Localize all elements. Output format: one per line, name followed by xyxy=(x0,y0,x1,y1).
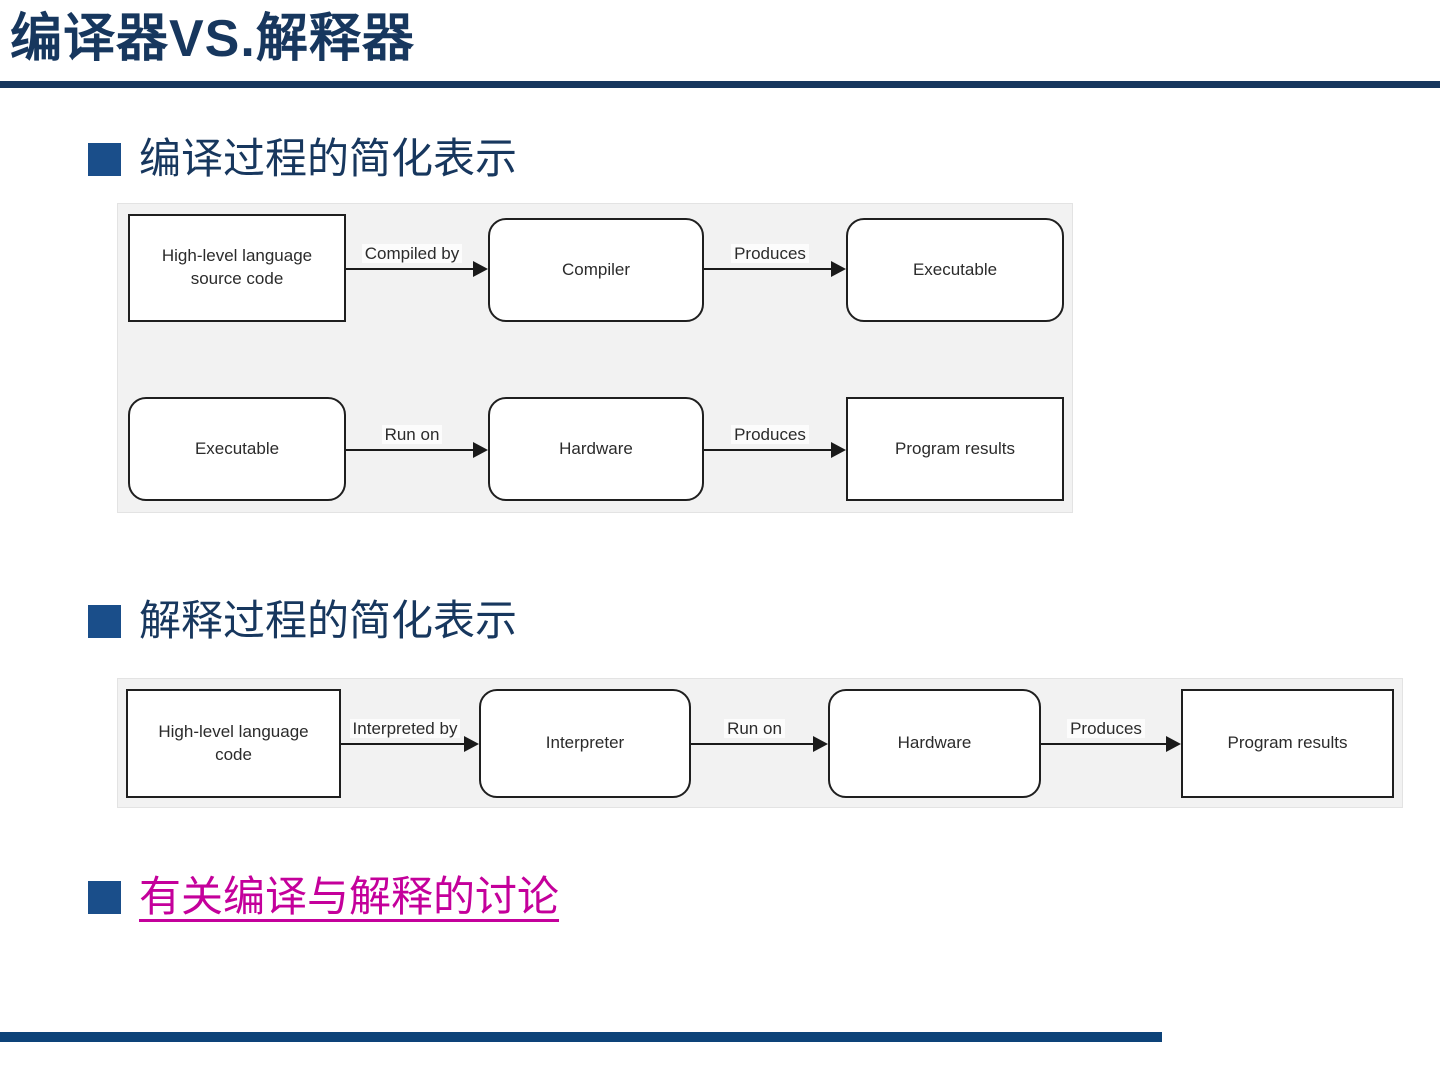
arrow-line xyxy=(1041,743,1170,745)
node-program-results-1: Program results xyxy=(846,397,1064,501)
arrowhead-icon xyxy=(473,261,488,277)
arrow-run-on-1: Run on xyxy=(346,416,488,460)
discussion-link[interactable]: 有关编译与解释的讨论 xyxy=(139,873,560,920)
arrow-produces-2: Produces xyxy=(704,416,846,460)
title-underline xyxy=(0,81,1440,88)
arrow-compiled-by-label: Compiled by xyxy=(361,244,463,263)
node-executable-bottom: Executable xyxy=(128,397,346,501)
arrow-interpreted-by: Interpreted by xyxy=(341,710,479,754)
arrow-line xyxy=(704,449,835,451)
arrowhead-icon xyxy=(473,442,488,458)
arrowhead-icon xyxy=(831,261,846,277)
bullet-interpret-process: 解释过程的简化表示 xyxy=(88,598,517,644)
node-interpreter: Interpreter xyxy=(479,689,691,798)
arrow-run-on-1-label: Run on xyxy=(381,425,443,444)
arrow-produces-2-label: Produces xyxy=(731,425,809,444)
page-title: 编译器VS.解释器 xyxy=(10,10,415,68)
bullet-square-icon xyxy=(88,880,121,914)
arrowhead-icon xyxy=(813,736,828,752)
node-executable-top: Executable xyxy=(846,218,1064,322)
node-source-code-2: High-level language code xyxy=(126,689,341,798)
compile-flow-diagram: High-level language source code Compiled… xyxy=(117,203,1073,513)
arrow-produces-1-label: Produces xyxy=(731,244,809,263)
arrow-line xyxy=(691,743,817,745)
arrow-line xyxy=(704,268,835,270)
arrow-run-on-2: Run on xyxy=(691,710,828,754)
interpret-flow-diagram: High-level language code Interpreted by … xyxy=(117,678,1403,808)
node-hardware-2: Hardware xyxy=(828,689,1041,798)
node-compiler: Compiler xyxy=(488,218,704,322)
arrowhead-icon xyxy=(464,736,479,752)
arrowhead-icon xyxy=(831,442,846,458)
node-program-results-2: Program results xyxy=(1181,689,1394,798)
arrow-interpreted-by-label: Interpreted by xyxy=(349,719,461,738)
arrow-line xyxy=(341,743,468,745)
arrow-compiled-by: Compiled by xyxy=(346,235,488,279)
arrow-produces-3: Produces xyxy=(1041,710,1181,754)
bullet-compile-process: 编译过程的简化表示 xyxy=(88,136,517,182)
footer-accent-bar xyxy=(0,1032,1162,1042)
arrow-line xyxy=(346,268,477,270)
bullet-compile-label: 编译过程的简化表示 xyxy=(139,135,518,182)
arrow-run-on-2-label: Run on xyxy=(724,719,785,738)
bullet-discussion: 有关编译与解释的讨论 xyxy=(88,874,559,920)
node-hardware-1: Hardware xyxy=(488,397,704,501)
bullet-square-icon xyxy=(88,604,121,638)
arrow-produces-1: Produces xyxy=(704,235,846,279)
arrow-produces-3-label: Produces xyxy=(1067,719,1145,738)
bullet-interpret-label: 解释过程的简化表示 xyxy=(139,597,518,644)
arrowhead-icon xyxy=(1166,736,1181,752)
bullet-square-icon xyxy=(88,142,121,176)
arrow-line xyxy=(346,449,477,451)
node-source-code: High-level language source code xyxy=(128,214,346,322)
